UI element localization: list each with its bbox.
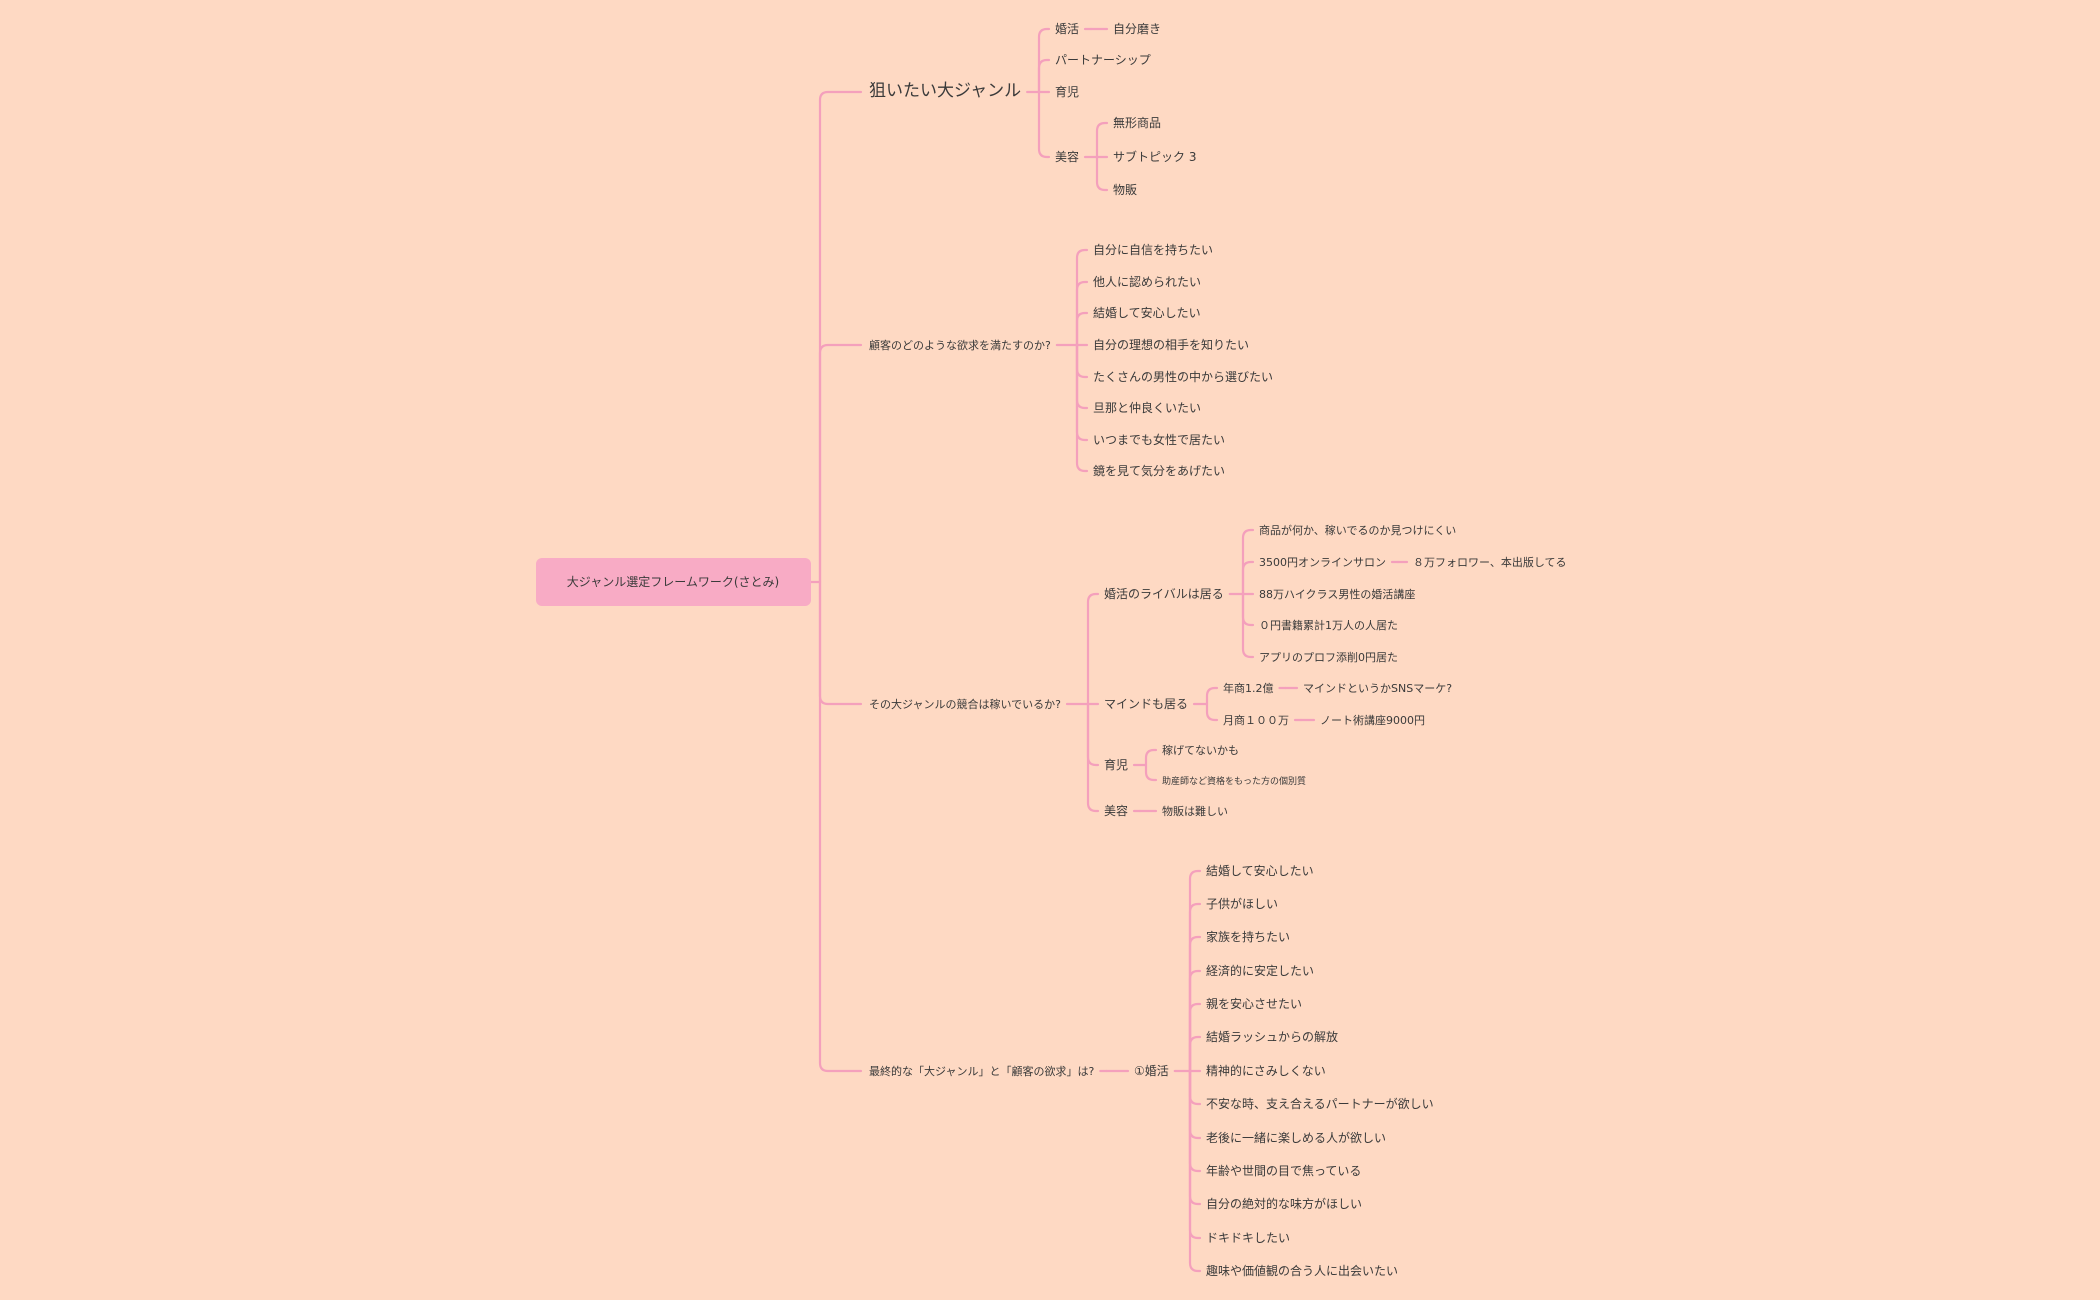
node-2-0-1[interactable]: 3500円オンラインサロン [1259,556,1386,569]
node-2-3[interactable]: 美容 [1104,803,1128,818]
connector-line [1188,1069,1202,1106]
node-0-2[interactable]: 育児 [1055,84,1079,99]
connector-line [1037,90,1051,159]
connector-line [1188,969,1202,1073]
node-2-2-0[interactable]: 稼げてないかも [1162,743,1239,757]
connector-line [1188,1002,1202,1073]
connector-line [818,580,863,706]
node-1-5[interactable]: 旦那と仲良くいたい [1093,400,1201,415]
node-0-0-0[interactable]: 自分磨き [1113,22,1161,36]
connector-line [1241,592,1255,627]
node-3-0-3[interactable]: 経済的に安定したい [1206,963,1314,978]
connector-line [1037,27,1051,94]
node-3-0[interactable]: ①婚活 [1134,1064,1169,1078]
node-3-0-8[interactable]: 老後に一緒に楽しめる人が欲しい [1206,1130,1386,1145]
node-0-0[interactable]: 婚活 [1055,22,1079,36]
node-2-2-1[interactable]: 助産師など資格をもった方の個別質 [1162,775,1306,787]
node-1-3[interactable]: 自分の理想の相手を知りたい [1093,337,1249,352]
connector-line [1095,121,1109,159]
connector-line [1144,763,1158,782]
node-3-0-1[interactable]: 子供がほしい [1206,896,1278,911]
connector-line [1144,748,1158,767]
connector-line [1205,686,1219,706]
connector-line [1075,280,1089,347]
node-3-0-10[interactable]: 自分の絶対的な味方がほしい [1206,1196,1362,1211]
root-node[interactable]: 大ジャンル選定フレームワーク(さとみ) [536,558,811,606]
node-3-0-12[interactable]: 趣味や価値観の合う人に出会いたい [1206,1263,1398,1278]
node-2-1-0-0[interactable]: マインドというかSNSマーケ? [1303,682,1452,695]
node-3-0-0[interactable]: 結婚して安心したい [1206,863,1314,878]
connector-line [1075,343,1089,473]
node-2-2[interactable]: 育児 [1104,757,1128,772]
node-2-1-0[interactable]: 年商1.2億 [1223,681,1274,695]
node-2-0-0[interactable]: 商品が何か、稼いでるのか見つけにくい [1259,523,1456,537]
root-node-box [536,558,811,606]
node-3-0-6[interactable]: 精神的にさみしくない [1206,1063,1326,1078]
node-3-0-11[interactable]: ドキドキしたい [1206,1231,1290,1245]
connector-line [1205,702,1219,722]
connector-line [1037,58,1051,94]
connector-line [1188,1069,1202,1273]
node-3-0-4[interactable]: 親を安心させたい [1206,996,1302,1011]
connector-line [818,90,863,584]
connector-line [1241,528,1255,596]
node-2[interactable]: その大ジャンルの競合は稼いでいるか? [869,697,1061,711]
connector-line [1241,592,1255,659]
node-0-1[interactable]: パートナーシップ [1055,53,1151,67]
node-1-4[interactable]: たくさんの男性の中から選びたい [1093,369,1273,384]
node-0-3-1[interactable]: サブトピック 3 [1113,149,1196,164]
connector-line [818,580,863,1073]
connector-line [1075,343,1089,379]
node-2-0-1-0[interactable]: ８万フォロワー、本出版してる [1413,555,1567,569]
connector-line [1188,1035,1202,1073]
connector-line [1188,1069,1202,1240]
connector-line [818,343,863,584]
node-2-1-1-0[interactable]: ノート術講座9000円 [1320,713,1425,727]
connector-line [1086,702,1100,813]
node-1-2[interactable]: 結婚して安心したい [1093,305,1201,320]
node-0-3-2[interactable]: 物販 [1113,183,1137,197]
connector-line [1086,592,1100,706]
node-1[interactable]: 顧客のどのような欲求を満たすのか? [869,338,1051,352]
connector-line [1095,155,1109,192]
connector-lines [809,27,1409,1273]
connector-line [1188,1069,1202,1173]
node-2-0[interactable]: 婚活のライバルは居る [1104,587,1224,601]
node-3-0-9[interactable]: 年齢や世間の目で焦っている [1206,1163,1361,1178]
node-1-6[interactable]: いつまでも女性で居たい [1093,432,1225,447]
node-2-1[interactable]: マインドも居る [1104,697,1188,711]
node-2-1-1[interactable]: 月商１００万 [1223,713,1289,727]
connector-line [1241,560,1255,596]
node-0[interactable]: 狙いたい大ジャンル [869,81,1021,101]
connector-line [1075,248,1089,347]
node-2-0-2[interactable]: 88万ハイクラス男性の婚活講座 [1259,587,1415,601]
node-2-3-0[interactable]: 物販は難しい [1162,804,1228,818]
node-2-0-4[interactable]: アプリのプロフ添削0円居た [1259,650,1398,664]
connector-line [1086,702,1100,767]
node-1-0[interactable]: 自分に自信を持ちたい [1093,242,1213,257]
root-node-label: 大ジャンル選定フレームワーク(さとみ) [567,574,779,589]
connector-line [1075,311,1089,347]
node-2-0-3[interactable]: ０円書籍累計1万人の人居た [1259,618,1398,632]
node-3-0-7[interactable]: 不安な時、支え合えるパートナーが欲しい [1206,1096,1434,1111]
connector-line [1075,343,1089,442]
connector-line [1188,869,1202,1073]
node-0-3-0[interactable]: 無形商品 [1113,115,1161,130]
connector-line [1188,935,1202,1073]
connector-line [1188,902,1202,1073]
node-0-3[interactable]: 美容 [1055,149,1079,164]
node-1-1[interactable]: 他人に認められたい [1093,274,1201,289]
node-3-0-2[interactable]: 家族を持ちたい [1206,929,1290,944]
node-1-7[interactable]: 鏡を見て気分をあげたい [1093,463,1225,478]
node-3-0-5[interactable]: 結婚ラッシュからの解放 [1206,1029,1338,1044]
node-3[interactable]: 最終的な「大ジャンル」と「顧客の欲求」は? [869,1064,1094,1078]
